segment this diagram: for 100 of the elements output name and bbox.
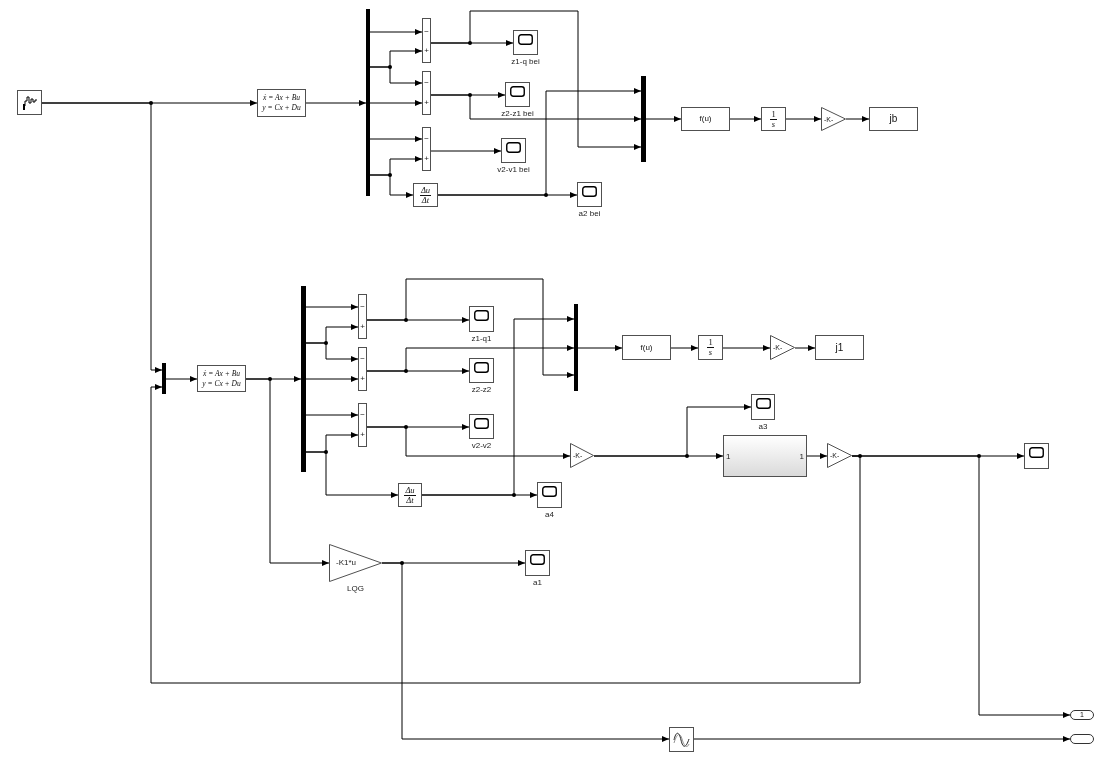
integrator-block xyxy=(761,107,786,131)
block-label: z1-q bei xyxy=(511,57,540,66)
function-block xyxy=(622,335,671,360)
scope-block xyxy=(751,394,775,420)
signal-arrow xyxy=(366,426,571,459)
scope-block xyxy=(505,82,530,107)
signal-arrow xyxy=(369,29,423,35)
gain-triangle xyxy=(329,544,382,582)
block-label: z2-z1 bei xyxy=(501,109,534,118)
block-label: a2 bei xyxy=(578,209,601,218)
numerator-text: Δu xyxy=(419,185,432,196)
signal-arrow xyxy=(430,148,502,154)
gain-triangle xyxy=(770,335,795,360)
scope-block xyxy=(501,138,526,163)
block-label: LQG xyxy=(347,584,364,593)
sign-label: + xyxy=(423,155,430,163)
signal-arrow xyxy=(305,451,399,498)
signal-arrow xyxy=(722,345,771,351)
signal-arrow xyxy=(437,88,642,196)
numerator-text: Δu xyxy=(404,485,416,496)
signal-arrow xyxy=(577,345,623,351)
denominator-text: Δt xyxy=(405,495,415,505)
signal-arrow xyxy=(305,412,359,418)
display-block xyxy=(815,335,864,360)
denominator-text: Δt xyxy=(420,195,431,205)
signal-arrow xyxy=(305,304,359,310)
block-label: a3 xyxy=(758,422,768,431)
sum-block xyxy=(358,347,367,391)
integrator-block xyxy=(698,335,723,360)
scope-block xyxy=(1024,443,1049,469)
signal-arrow xyxy=(430,94,642,122)
sum-block xyxy=(422,18,431,63)
signal-arrow xyxy=(421,316,575,496)
sign-label: + xyxy=(359,323,366,331)
sign-label: + xyxy=(423,99,430,107)
derivative-block xyxy=(413,183,438,207)
sum-block xyxy=(422,71,431,115)
sign-label: + xyxy=(359,431,366,439)
mux-bar xyxy=(162,363,166,394)
scope-block xyxy=(469,414,494,439)
signal-arrow xyxy=(305,376,359,382)
gain-triangle xyxy=(827,443,852,468)
block-text: jb xyxy=(889,113,898,125)
scope-block xyxy=(469,358,494,383)
signal-arrow xyxy=(645,116,682,122)
signal-arrow xyxy=(369,100,423,106)
signal-arrow xyxy=(165,376,198,382)
signal-arrow xyxy=(305,100,367,106)
sum-block xyxy=(358,403,367,447)
mux-bar xyxy=(366,9,370,196)
signal-arrow xyxy=(593,404,752,457)
display-block xyxy=(869,107,918,131)
signal-arrow xyxy=(785,116,822,122)
block-label: v2-v2 xyxy=(471,441,492,450)
block-text: f(u) xyxy=(699,114,712,124)
block-label: a4 xyxy=(545,510,554,519)
scope-block xyxy=(577,182,602,207)
mux-bar xyxy=(574,304,578,391)
outport-block xyxy=(1070,734,1094,744)
signal-arrow xyxy=(845,116,870,122)
sum-block xyxy=(358,294,367,339)
sign-label: + xyxy=(359,375,366,383)
sign-label: − xyxy=(359,355,366,363)
sign-label: − xyxy=(423,28,430,36)
scope-block xyxy=(469,306,494,332)
state-space-block xyxy=(257,89,306,117)
port-number: 1 xyxy=(799,451,804,461)
block-text: j1 xyxy=(835,341,844,354)
gain-triangle xyxy=(570,443,594,468)
sign-label: − xyxy=(423,79,430,87)
signal-arrow xyxy=(245,378,330,566)
signal-arrow xyxy=(729,116,762,122)
signal-arrow xyxy=(369,136,423,142)
derivative-block xyxy=(398,483,422,507)
block-text: f(u) xyxy=(640,342,653,353)
outport-block xyxy=(1070,710,1094,720)
signal-arrow xyxy=(794,345,816,351)
signal-arrow xyxy=(670,345,699,351)
sign-label: − xyxy=(359,411,366,419)
gain-triangle xyxy=(821,107,846,131)
signal-arrow xyxy=(41,102,163,373)
signal-arrow xyxy=(430,10,642,150)
block-label: z1-q1 xyxy=(471,334,492,343)
mux-bar xyxy=(641,76,646,162)
signal-arrow xyxy=(369,66,423,86)
sign-label: − xyxy=(359,303,366,311)
signal-arrow xyxy=(381,562,670,742)
mux-bar xyxy=(301,286,306,472)
signal-arrow xyxy=(693,736,1071,742)
denominator-text: s xyxy=(770,119,777,129)
denominator-text: s xyxy=(707,348,714,357)
scope-block xyxy=(537,482,562,508)
subsystem-block xyxy=(723,435,807,477)
signal-arrow xyxy=(150,384,861,684)
sum-block xyxy=(422,127,431,171)
numerator-text: 1 xyxy=(707,338,714,348)
block-label: v2-v1 bei xyxy=(497,165,530,174)
signal-arrow xyxy=(806,453,828,459)
signal-arrow xyxy=(305,342,359,362)
scope-block xyxy=(513,30,538,55)
